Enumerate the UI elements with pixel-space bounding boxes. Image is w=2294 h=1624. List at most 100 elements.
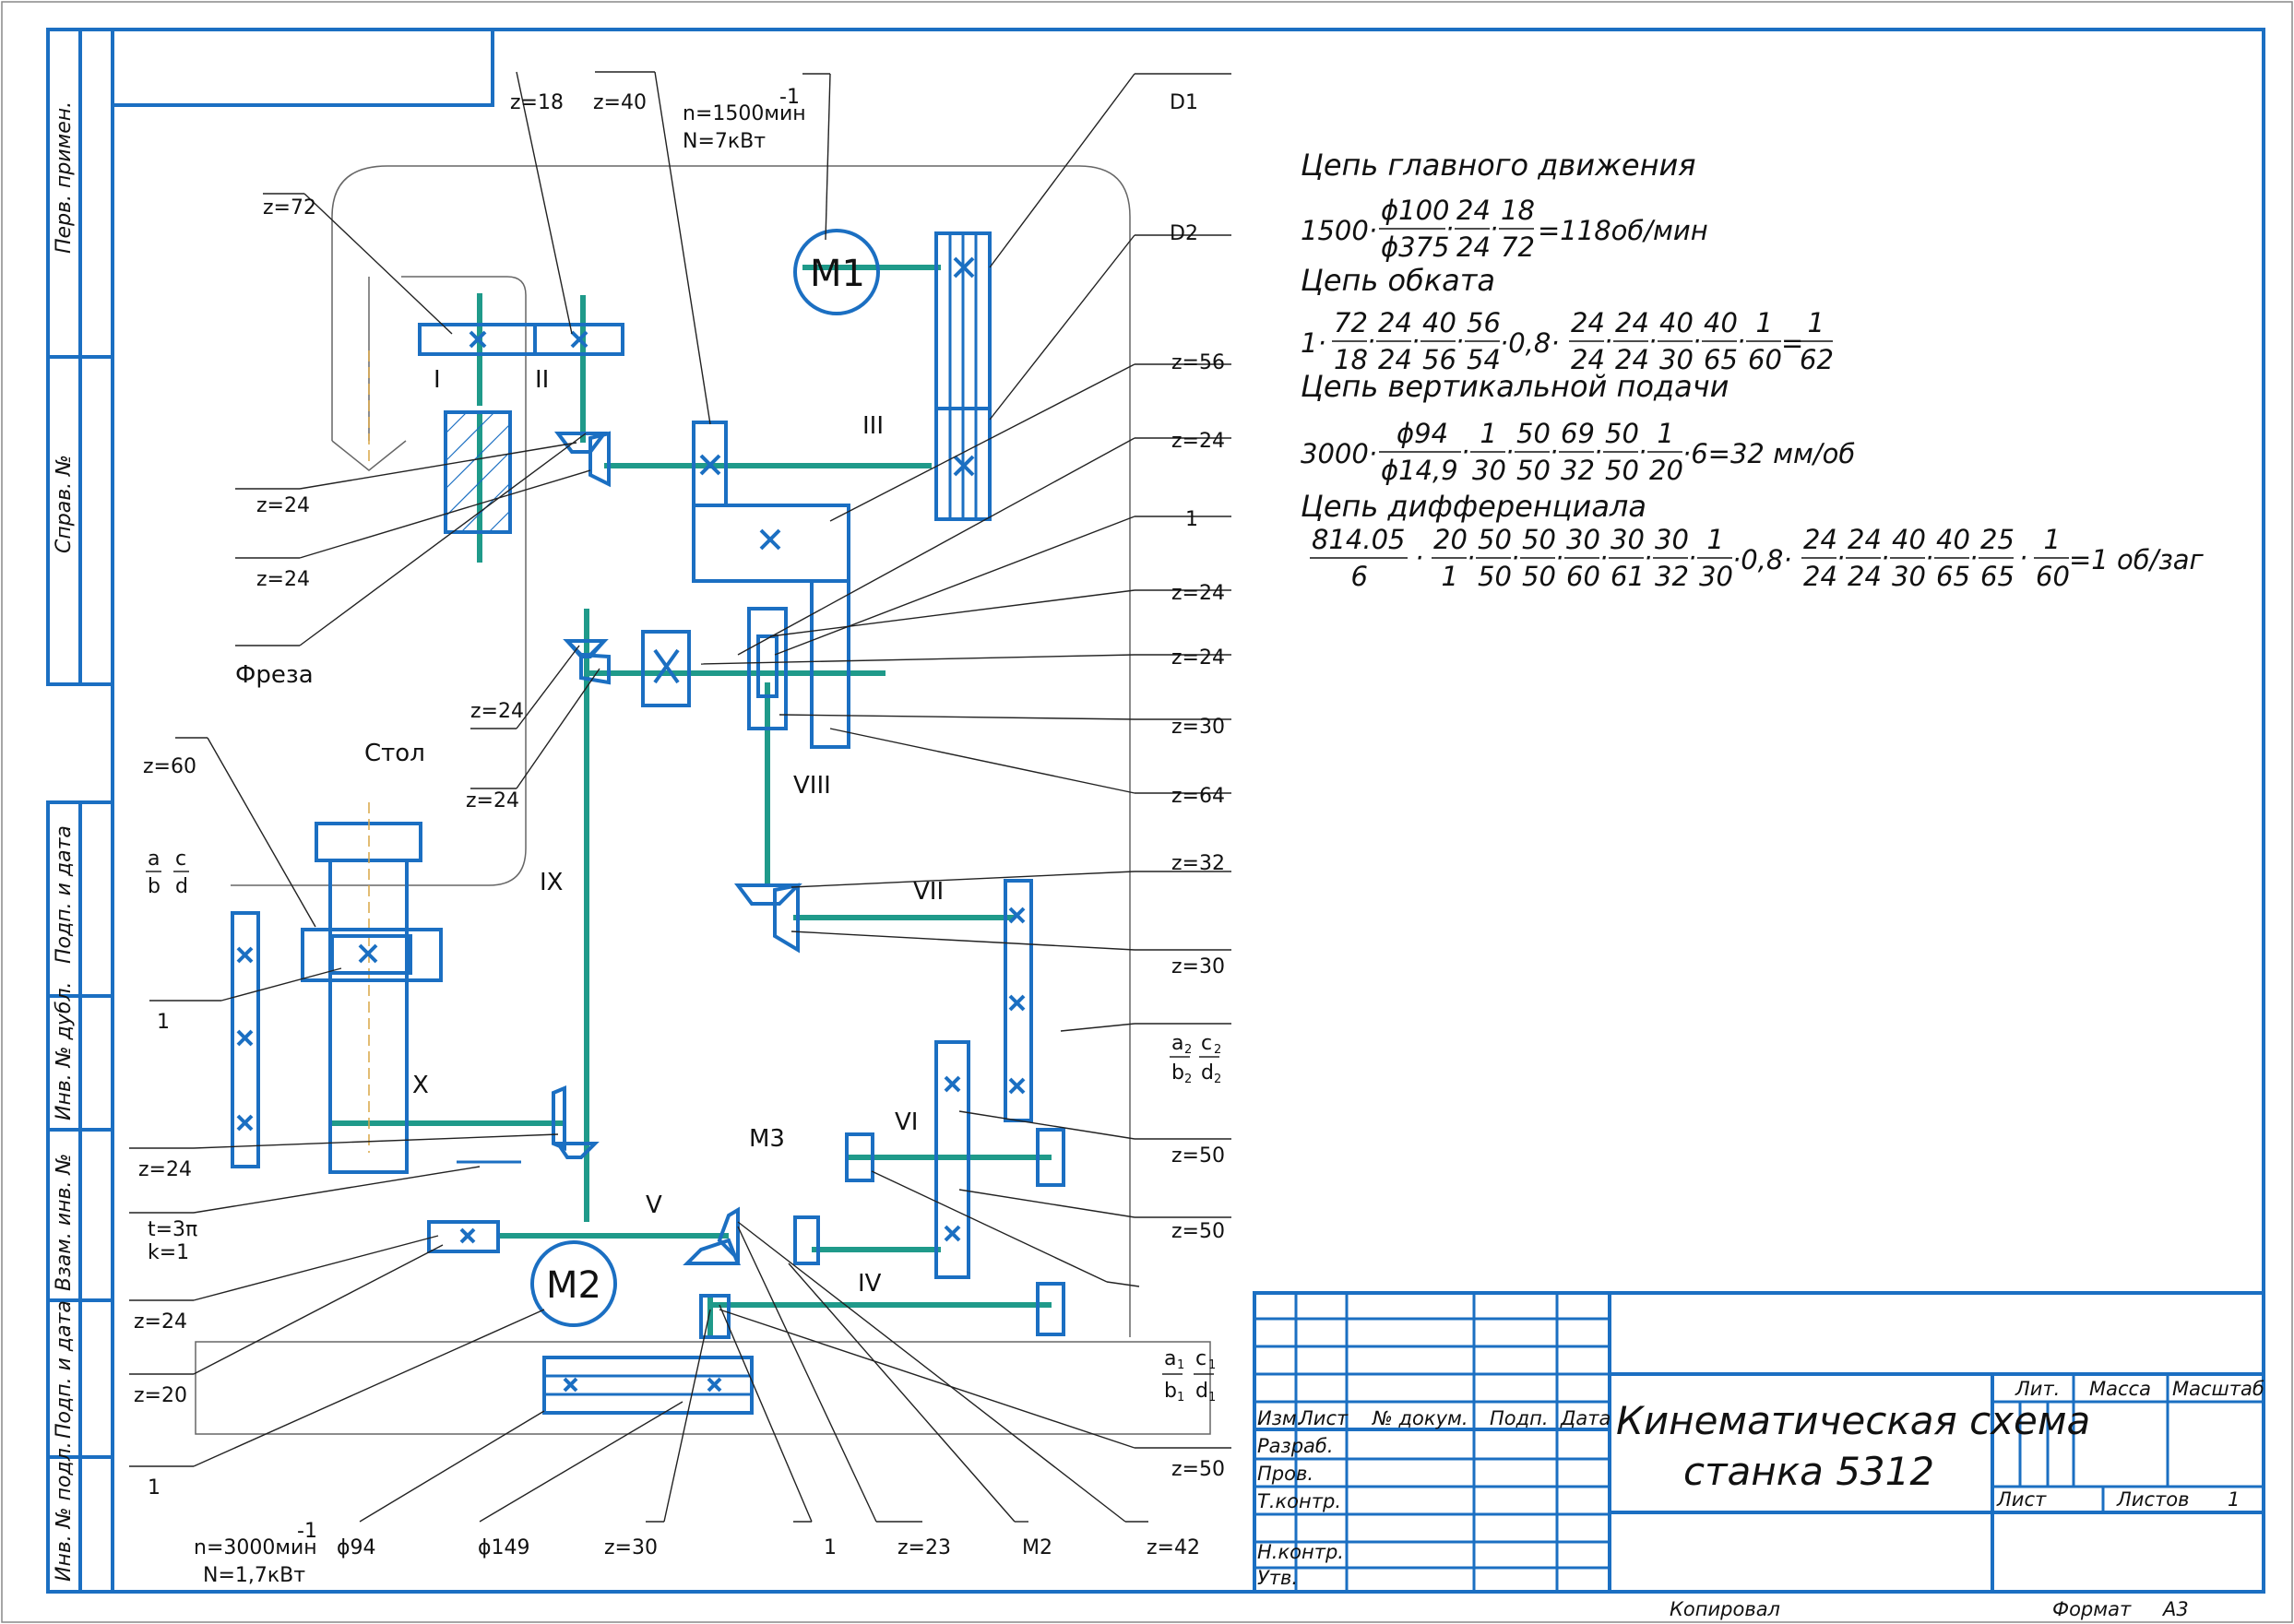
fraction-denominator: 50 [1605, 455, 1639, 486]
multiply-dot: · [1367, 326, 1375, 357]
label-d2: D2 [1170, 222, 1198, 245]
multiply-dot: · [1505, 436, 1514, 468]
svg-text:b: b [1164, 1380, 1177, 1403]
fraction-numerator: 40 [1936, 524, 1970, 555]
fraction-denominator: 18 [1334, 344, 1368, 375]
fraction-denominator: 24 [1848, 561, 1882, 592]
stamp-listov: Листов [2116, 1488, 2189, 1511]
multiply-dot: · [1836, 542, 1845, 574]
stamp-title-line1: Кинематическая схема [1616, 1398, 2090, 1443]
fraction-numerator: 50 [1605, 418, 1639, 449]
stamp-list: Лист [1298, 1407, 1349, 1429]
fraction-denominator: 50 [1478, 561, 1512, 592]
label-z24-r2: z=24 [1171, 582, 1225, 605]
stamp-kopiroval: Копировал [1670, 1598, 1780, 1620]
svg-text:c: c [1195, 1347, 1206, 1370]
fraction-denominator: 56 [1422, 344, 1456, 375]
svg-text:2: 2 [1214, 1073, 1221, 1086]
fraction-numerator: 40 [1422, 307, 1456, 338]
fraction-numerator: 56 [1467, 307, 1501, 338]
side-label-podp2: Подп. и дата [53, 1300, 76, 1439]
word-freza: Фреза [235, 661, 314, 689]
stamp-utv: Утв. [1257, 1567, 1298, 1589]
multiply-dot: · [2019, 542, 2027, 574]
stamp-list2: Лист [1996, 1488, 2047, 1511]
formula-heading-vert: Цепь вертикальной подачи [1301, 369, 1729, 404]
shaft-i-label: I [434, 366, 441, 394]
svg-text:2: 2 [1214, 1043, 1221, 1057]
fraction-denominator: 61 [1611, 561, 1645, 592]
shaft-v-label: V [646, 1191, 662, 1219]
label-z24-c: z=24 [470, 700, 524, 723]
svg-text:1: 1 [1177, 1391, 1184, 1405]
stamp-izm: Изм. [1257, 1407, 1302, 1429]
stamp-tkontr: Т.контр. [1257, 1490, 1341, 1512]
multiply-dot: · [1644, 542, 1652, 574]
multiply-dot: · [1737, 326, 1745, 357]
label-z24-b: z=24 [256, 568, 310, 591]
fraction-denominator: 50 [1522, 561, 1556, 592]
motor-m2-exp: -1 [297, 1520, 317, 1543]
fraction-numerator: 1 [1658, 418, 1674, 449]
label-z42: z=42 [1147, 1536, 1200, 1559]
fraction-numerator: 69 [1561, 418, 1595, 449]
fraction-numerator: 40 [1704, 307, 1738, 338]
formula-text: =1 об/заг [2069, 544, 2205, 575]
formula-text: ·6=32 мм/об [1682, 438, 1855, 469]
fraction-numerator: 24 [1615, 307, 1649, 338]
svg-text:1: 1 [1208, 1358, 1216, 1372]
fraction-denominator: 24 [1378, 344, 1412, 375]
fraction-denominator: 1 [1442, 561, 1458, 592]
fraction-denominator: ϕ375 [1381, 231, 1449, 263]
shaft-vi-label: VI [895, 1108, 918, 1136]
multiply-dot: · [1467, 542, 1475, 574]
fraction-denominator: 24 [1456, 231, 1491, 263]
label-z30b: z=30 [1171, 955, 1225, 978]
multiply-dot: · [1461, 436, 1469, 468]
label-z60: z=60 [143, 755, 196, 778]
fraction-numerator: 30 [1611, 524, 1645, 555]
label-z40: z=40 [593, 91, 647, 114]
fraction-denominator: 65 [1980, 561, 2015, 592]
svg-text:a: a [148, 848, 160, 871]
fraction-numerator: 814.05 [1312, 524, 1405, 555]
leader-lines [129, 71, 1231, 1523]
multiply-dot: · [1445, 213, 1454, 244]
side-label-vzam: Взам. инв. № [53, 1154, 76, 1291]
fraction-denominator: 60 [2036, 561, 2070, 592]
fraction-denominator: ϕ14,9 [1381, 455, 1458, 486]
formula-text: ·0,8· [1500, 327, 1560, 359]
label-z24-f: z=24 [134, 1310, 187, 1334]
formula-text: = [1781, 327, 1803, 359]
shaft-x-label: X [412, 1072, 429, 1099]
motor-m2-power: N=1,7кВт [203, 1564, 305, 1587]
motor-m1-power: N=7кВт [683, 130, 766, 153]
fraction-numerator: 1 [2044, 524, 2061, 555]
machine-body-outline [195, 165, 1211, 1435]
svg-text:d: d [175, 875, 188, 898]
fraction-denominator: 20 [1649, 455, 1683, 486]
fraction-denominator: 72 [1501, 231, 1535, 263]
ratio-a2b2-c2d2: a b c d 2 2 2 2 [1170, 1032, 1221, 1086]
fraction-numerator: 24 [1571, 307, 1605, 338]
multiply-dot: · [1881, 542, 1889, 574]
stamp-prov: Пров. [1257, 1463, 1313, 1485]
stamp-format-value: A3 [2161, 1598, 2189, 1620]
svg-text:c: c [1201, 1032, 1212, 1055]
ratio-a1b1-c1d1: a b c d 1 1 1 1 [1162, 1347, 1216, 1405]
formula-text: ·0,8· [1732, 544, 1792, 575]
multiply-dot: · [1599, 542, 1608, 574]
fraction-denominator: 30 [1659, 344, 1694, 375]
motor-m2-speed: n=3000мин [194, 1536, 317, 1559]
fraction-denominator: 54 [1467, 344, 1501, 375]
shaft-viii-label: VIII [793, 772, 831, 800]
fraction-denominator: 65 [1704, 344, 1738, 375]
fraction-numerator: 1 [1480, 418, 1497, 449]
label-phi94: ϕ94 [337, 1536, 376, 1559]
stamp-listov-n: 1 [2228, 1488, 2240, 1511]
svg-text:c: c [175, 848, 186, 871]
fraction-numerator: 50 [1516, 418, 1551, 449]
shaft-vii-label: VII [913, 878, 944, 906]
label-one-bottom: 1 [824, 1536, 837, 1559]
stamp-massa: Масса [2089, 1378, 2151, 1400]
